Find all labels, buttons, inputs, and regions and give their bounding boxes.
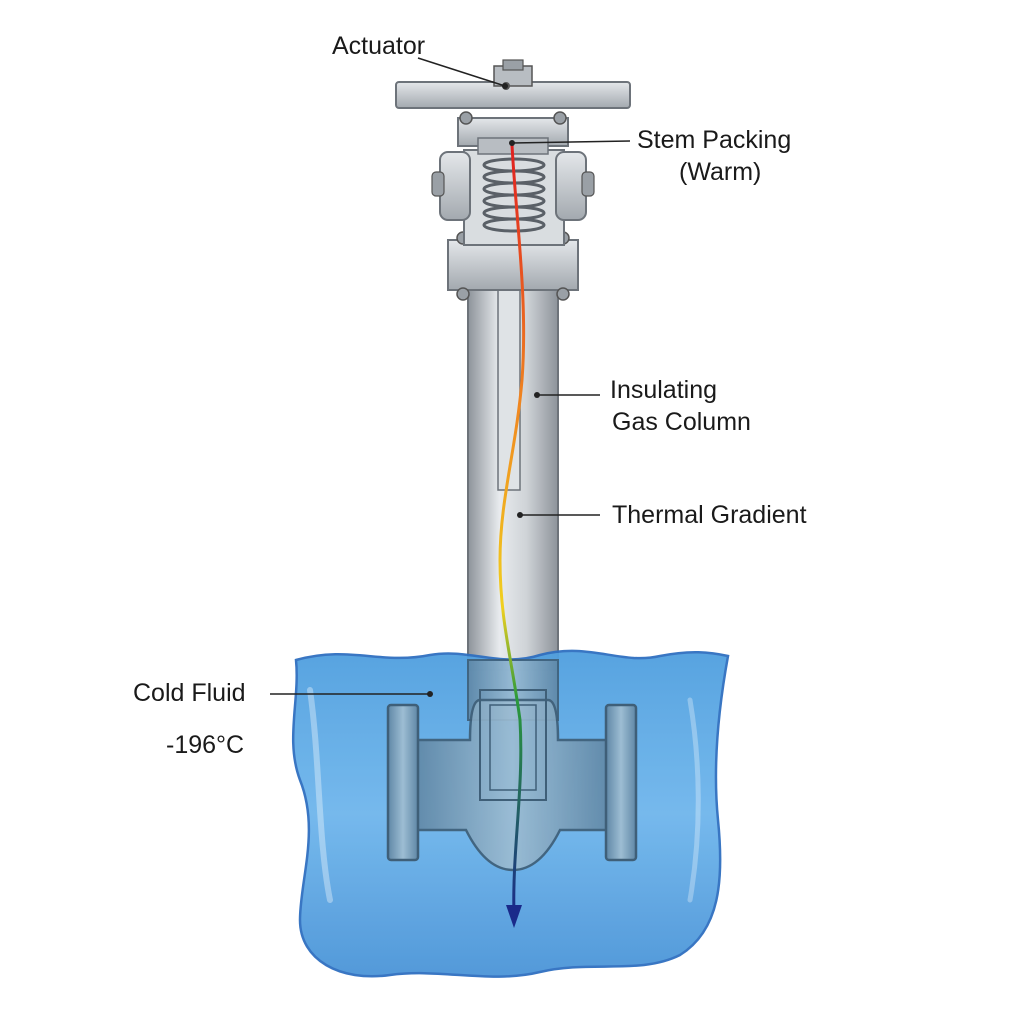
temperature-label: -196°C <box>166 731 245 759</box>
right-flange <box>604 703 638 862</box>
gas-column-label: Gas Column <box>612 408 751 436</box>
stem-packing-warm-label: (Warm) <box>679 158 762 186</box>
leader-lines <box>270 57 631 695</box>
arrow-down-icon <box>506 905 522 928</box>
thermal-gradient-line <box>498 144 526 916</box>
insulating-label: Insulating <box>610 376 718 404</box>
thermal-gradient-label: Thermal Gradient <box>612 501 807 529</box>
actuator-label: Actuator <box>332 32 426 60</box>
leader-dots <box>427 83 540 697</box>
insulating-gas-column <box>467 289 559 671</box>
bonnet-flange <box>447 231 579 301</box>
actuator-handwheel <box>395 59 631 109</box>
left-flange <box>386 703 420 862</box>
cold-fluid-label: Cold Fluid <box>133 679 246 707</box>
stem-packing-label: Stem Packing <box>637 126 792 154</box>
